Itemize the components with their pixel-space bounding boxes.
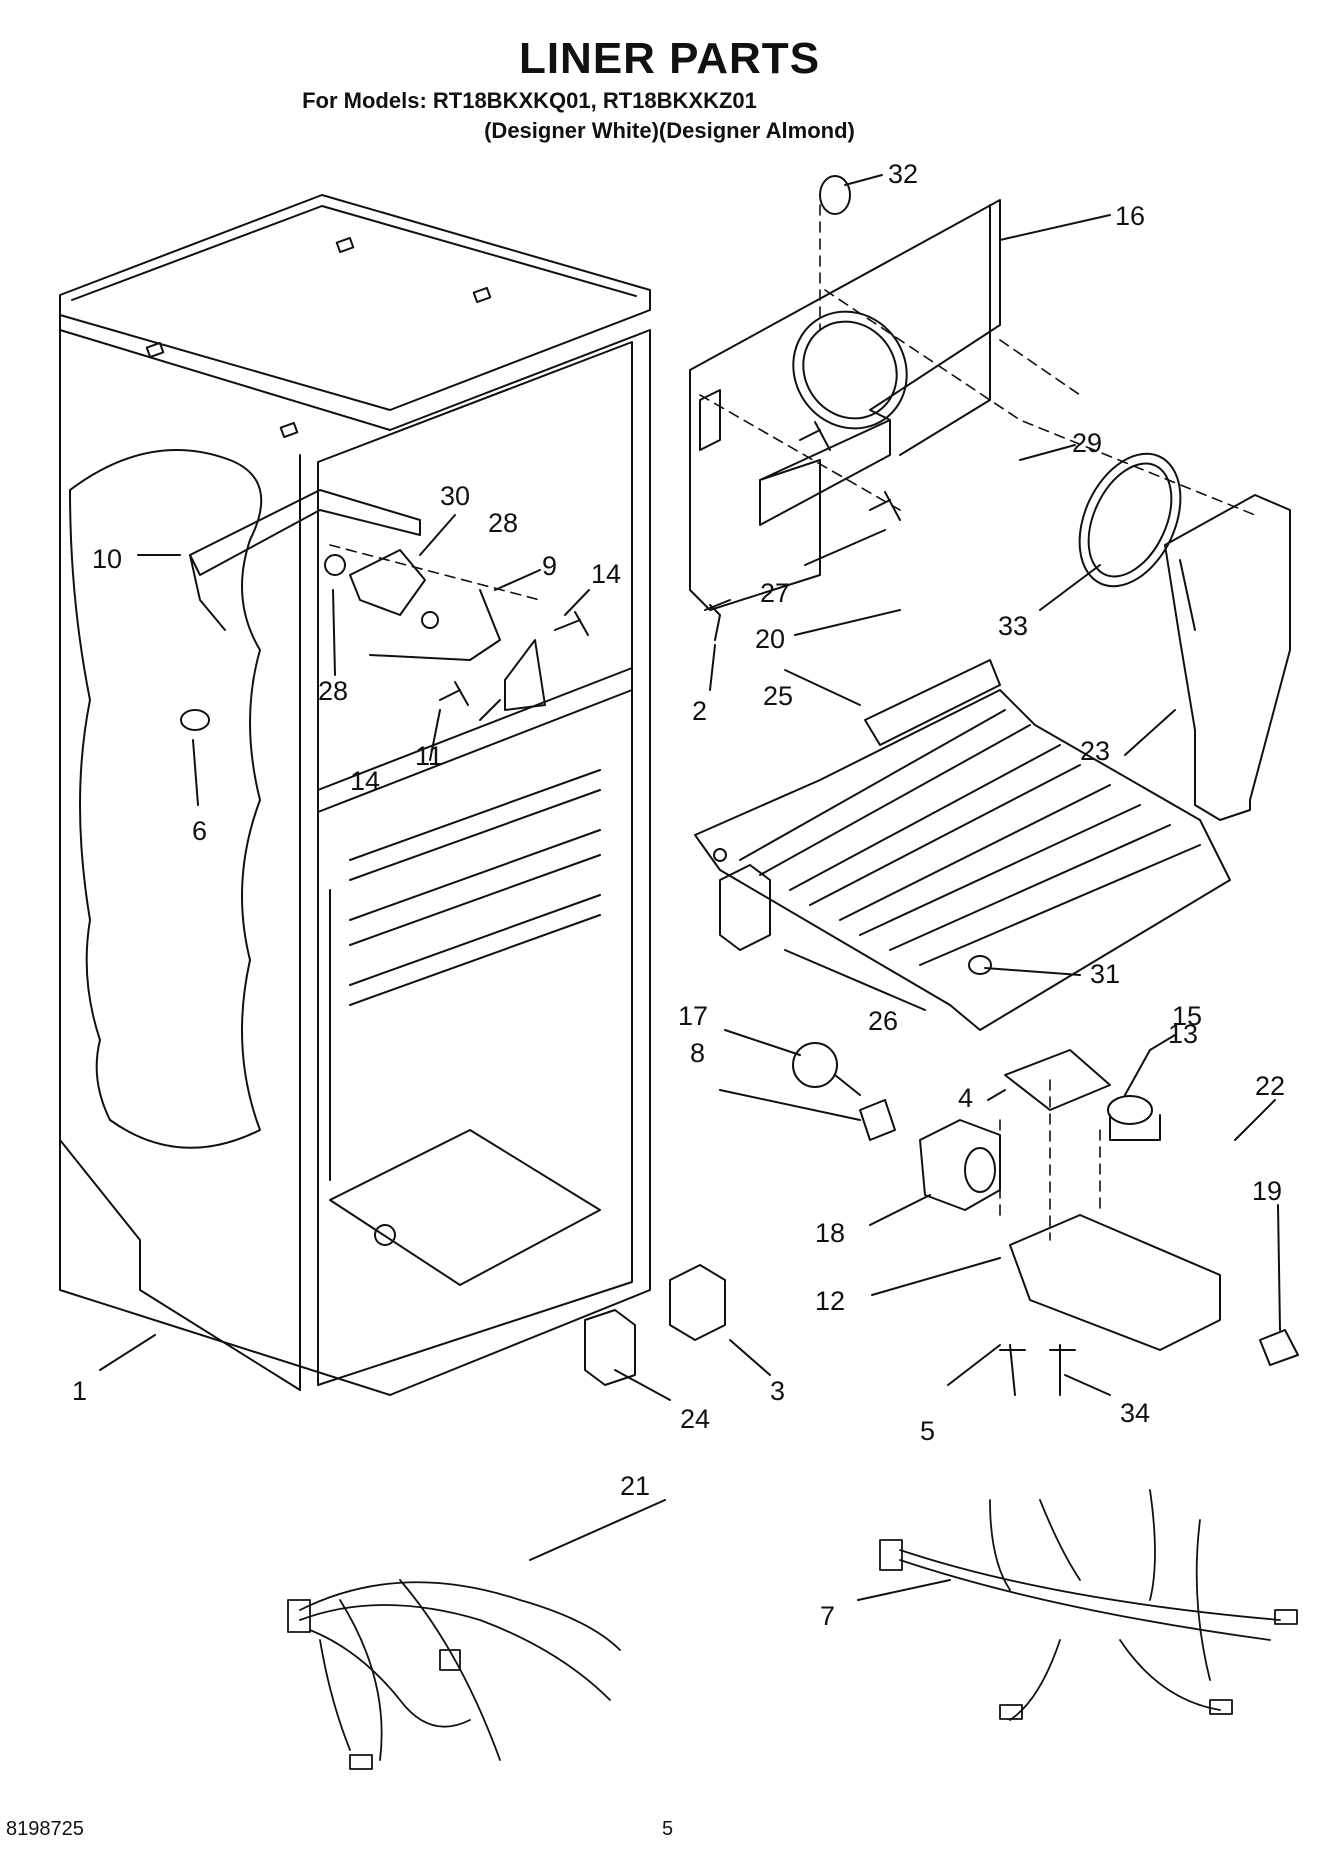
callout-label: 9 [542,551,557,581]
callout-labels: 1 2 3 4 5 6 7 8 9 10 11 12 13 14 14 15 1… [72,159,1285,1631]
callout-label: 14 [591,559,621,589]
callout-label: 3 [770,1376,785,1406]
callout-label: 4 [958,1083,973,1113]
callout-label: 18 [815,1218,845,1248]
callout-label: 12 [815,1286,845,1316]
callout-label: 21 [620,1471,650,1501]
liner-cabinet [59,194,651,1396]
callout-label: 29 [1072,428,1102,458]
callout-label: 31 [1090,959,1120,989]
callout-label: 22 [1255,1071,1285,1101]
document-number: 8198725 [6,1818,84,1840]
callout-label: 28 [318,676,348,706]
callout-label: 13 [1168,1019,1198,1049]
callout-label: 5 [920,1416,935,1446]
callout-label: 15 [1172,1001,1202,1031]
callout-label: 26 [868,1006,898,1036]
models-line: For Models: RT18BKXKQ01, RT18BKXKZ01 [302,88,757,113]
callout-label: 30 [440,481,470,511]
page-number: 5 [662,1818,674,1840]
callout-label: 24 [680,1404,710,1434]
callout-label: 25 [763,681,793,711]
page-title: LINER PARTS [518,34,821,83]
callout-label: 33 [998,611,1028,641]
rear-panel [689,199,1001,611]
callout-label: 27 [760,578,790,608]
callout-label: 34 [1120,1398,1150,1428]
callout-label: 14 [350,766,380,796]
callout-label: 28 [488,508,518,538]
callout-label: 20 [755,624,785,654]
callout-label: 19 [1252,1176,1282,1206]
callout-label: 10 [92,544,122,574]
variants-line: (Designer White)(Designer Almond) [484,118,855,143]
callout-label: 7 [820,1601,835,1631]
callout-label: 16 [1115,201,1145,231]
callout-label: 17 [678,1001,708,1031]
callout-label: 11 [415,741,443,771]
callout-label: 32 [888,159,918,189]
callout-label: 6 [192,816,207,846]
callout-label: 1 [72,1376,87,1406]
callout-label: 2 [692,696,707,726]
callout-label: 8 [690,1038,705,1068]
callout-label: 23 [1080,736,1110,766]
